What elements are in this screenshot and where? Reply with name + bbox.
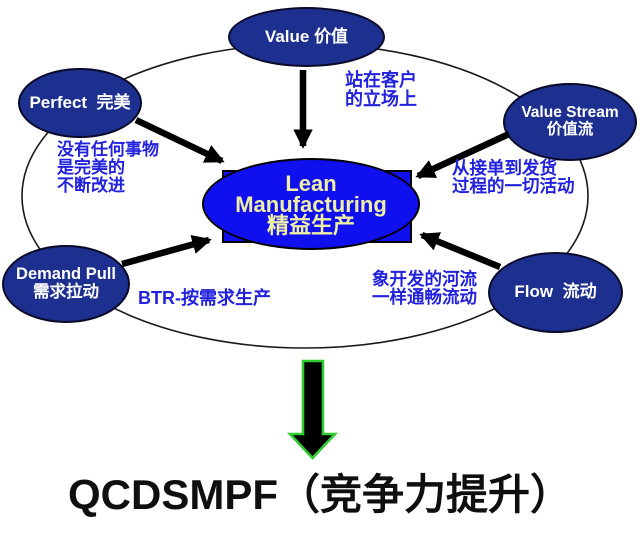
node-value-label: Value 价值 xyxy=(264,26,349,46)
center-label-en1: Lean xyxy=(285,170,337,196)
node-flow-label: Flow 流动 xyxy=(514,282,597,302)
arrow-flow-to-center-icon xyxy=(419,231,502,271)
center-label-cn: 精益生产 xyxy=(266,212,355,238)
node-perfect: Perfect 完美 xyxy=(18,68,142,138)
big-down-arrow-icon xyxy=(286,359,339,460)
node-demand-pull: Demand Pull 需求拉动 xyxy=(2,245,130,323)
node-value: Value 价值 xyxy=(228,7,385,67)
node-value-stream-label: Value Stream 价值流 xyxy=(521,104,619,138)
node-demand-pull-label: Demand Pull 需求拉动 xyxy=(16,265,116,301)
note-perfect: 没有任何事物 是完美的 不断改进 xyxy=(57,140,159,195)
node-perfect-label: Perfect 完美 xyxy=(29,92,131,112)
node-flow: Flow 流动 xyxy=(488,252,623,333)
arrow-perfect-to-center-icon xyxy=(134,117,225,164)
arrow-demand-pull-to-center-icon xyxy=(121,235,212,268)
note-demand-pull: BTR-按需求生产 xyxy=(138,288,271,308)
center-label-en2: Manufacturing xyxy=(235,191,387,217)
node-value-stream: Value Stream 价值流 xyxy=(503,83,637,161)
note-value-stream: 从接单到发货 过程的一切活动 xyxy=(452,158,575,197)
arrow-value-stream-to-center-icon xyxy=(415,131,511,179)
note-value: 站在客户 的立场上 xyxy=(345,70,417,109)
note-flow: 象开发的河流 一样通畅流动 xyxy=(372,269,477,308)
node-lean-manufacturing: Lean Manufacturing 精益生产 xyxy=(202,158,420,250)
result-title: QCDSMPF（竞争力提升） xyxy=(67,471,572,518)
